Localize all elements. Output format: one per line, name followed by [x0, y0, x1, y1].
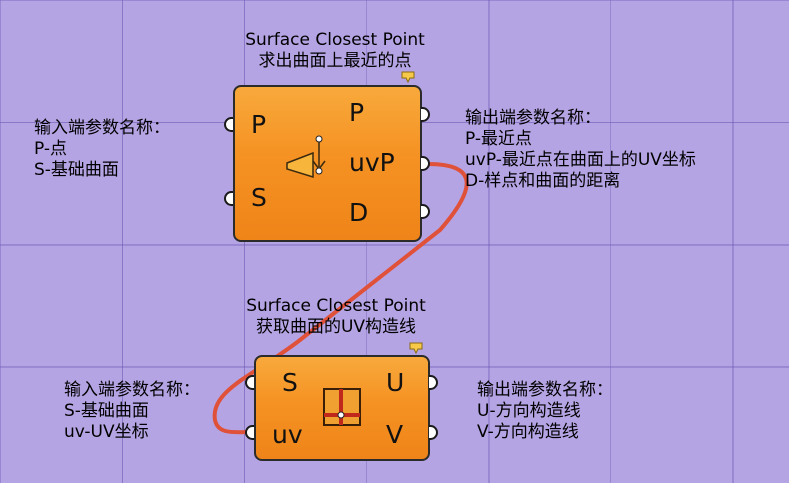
input-port-label: S: [251, 183, 267, 212]
grid-line: [0, 245, 789, 246]
note-heading: 输入端参数名称：: [64, 380, 200, 400]
note-line: S-基础曲面: [34, 160, 119, 180]
input-port-s[interactable]: [245, 375, 254, 390]
grid-line: [489, 0, 490, 483]
component-title-cn: 求出曲面上最近的点: [258, 51, 412, 71]
input-port-p[interactable]: [224, 117, 233, 132]
isocurve-component[interactable]: S uv U V: [254, 355, 430, 461]
output-port-label: V: [386, 420, 404, 449]
input-port-label: P: [251, 110, 267, 139]
component-title-en: Surface Closest Point: [245, 30, 425, 50]
note-heading: 输入端参数名称：: [34, 118, 170, 138]
note-line: S-基础曲面: [64, 401, 149, 421]
output-port-label: D: [349, 198, 369, 227]
note-line: D-样点和曲面的距离: [465, 171, 621, 191]
output-port-label: uvP: [349, 148, 395, 177]
output-port-label: U: [386, 368, 405, 397]
note-line: U-方向构造线: [477, 401, 581, 421]
note-heading: 输出端参数名称：: [477, 380, 613, 400]
output-port-d[interactable]: [421, 204, 430, 219]
output-port-p[interactable]: [421, 107, 430, 122]
output-port-uvp[interactable]: [421, 156, 430, 171]
note-line: P-点: [34, 139, 68, 159]
surface-closest-point-component[interactable]: P S P uvP D: [233, 85, 422, 242]
flag-marker-icon: [409, 342, 423, 354]
component-1-title: Surface Closest Point 求出曲面上最近的点: [230, 30, 440, 72]
component-1-output-note: 输出端参数名称： P-最近点 uvP-最近点在曲面上的UV坐标 D-样点和曲面的…: [465, 108, 696, 192]
grid-line: [733, 0, 734, 483]
input-port-s[interactable]: [224, 191, 233, 206]
note-line: uvP-最近点在曲面上的UV坐标: [465, 150, 696, 170]
output-port-u[interactable]: [429, 375, 438, 390]
flag-marker-icon: [401, 71, 415, 83]
component-title-cn: 获取曲面的UV构造线: [255, 317, 417, 337]
component-2-output-note: 输出端参数名称： U-方向构造线 V-方向构造线: [477, 380, 613, 443]
input-port-label: uv: [272, 420, 303, 449]
output-port-v[interactable]: [429, 425, 438, 440]
component-title-en: Surface Closest Point: [246, 296, 426, 316]
surface-closest-point-icon: [286, 135, 326, 179]
isocurve-icon: [323, 388, 361, 426]
note-line: V-方向构造线: [477, 422, 579, 442]
component-2-title: Surface Closest Point 获取曲面的UV构造线: [226, 296, 446, 338]
note-line: P-最近点: [465, 129, 533, 149]
grid-line: [122, 0, 123, 483]
input-port-label: S: [282, 368, 298, 397]
note-line: uv-UV坐标: [64, 422, 149, 442]
output-port-label: P: [349, 98, 365, 127]
note-heading: 输出端参数名称：: [465, 108, 601, 128]
component-2-input-note: 输入端参数名称： S-基础曲面 uv-UV坐标: [64, 380, 200, 443]
component-1-input-note: 输入端参数名称： P-点 S-基础曲面: [34, 118, 170, 181]
input-port-uv[interactable]: [245, 425, 254, 440]
